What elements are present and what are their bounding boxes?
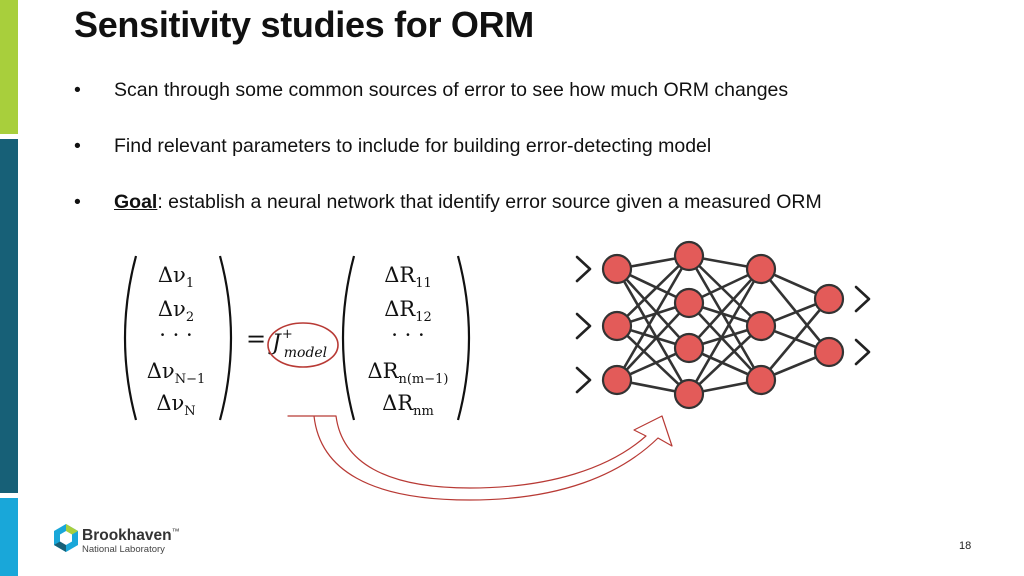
output-arrow-icon	[854, 285, 871, 313]
left-vector-entry: Δν1	[158, 263, 194, 291]
network-node	[673, 332, 705, 364]
right-vector-entry: · · ·	[391, 323, 424, 347]
network-edge	[615, 255, 691, 381]
network-edge	[688, 302, 762, 381]
output-arrow-icon	[854, 338, 871, 366]
accent-bar-green	[0, 0, 18, 134]
bullet-marker: •	[74, 191, 81, 213]
network-edge	[688, 325, 762, 395]
network-node	[745, 310, 777, 342]
left-vector-entry: Δν2	[158, 297, 194, 325]
bullet-item: • Find relevant parameters to include fo…	[74, 134, 822, 158]
network-node	[673, 287, 705, 319]
left-paren-open	[123, 255, 138, 421]
left-paren-close	[218, 255, 233, 421]
bullet-marker: •	[74, 135, 81, 157]
right-paren-open	[341, 255, 356, 421]
right-vector-entry: ΔR11	[384, 263, 432, 291]
network-edge	[760, 298, 830, 381]
jacobian-operator: J+model	[268, 327, 327, 361]
logo-name: Brookhaven™	[82, 527, 180, 545]
network-edge	[759, 268, 831, 353]
input-arrow-icon	[575, 255, 592, 283]
network-node	[673, 240, 705, 272]
neural-network-diagram	[575, 240, 871, 410]
right-vector-entry: ΔRnm	[382, 391, 434, 419]
left-vector-entry: ΔνN−1	[147, 359, 205, 387]
network-edge	[687, 268, 763, 395]
left-vector-entry: ΔνN	[156, 391, 195, 419]
left-vector-entry: · · ·	[159, 323, 192, 347]
equation: Δν1 Δν2 · · · ΔνN−1 ΔνN = J+model ΔR11 Δ…	[123, 255, 471, 421]
network-connections	[615, 254, 831, 396]
goal-label: Goal	[114, 191, 158, 213]
network-node	[601, 253, 633, 285]
right-vector-entry: ΔR12	[384, 297, 432, 325]
bullet-item: • Scan through some common sources of er…	[74, 78, 822, 102]
network-edge	[616, 325, 690, 395]
network-edge	[688, 255, 762, 327]
network-edge	[688, 268, 762, 349]
network-edge	[616, 302, 690, 381]
network-edge	[616, 268, 690, 349]
right-vector-entry: ΔRn(m−1)	[368, 359, 449, 387]
bullet-list: • Scan through some common sources of er…	[74, 78, 822, 246]
accent-bar-blue	[0, 498, 18, 576]
network-edge	[687, 255, 763, 381]
bullet-text: : establish a neural network that identi…	[157, 191, 822, 213]
bullet-item: • Goal: establish a neural network that …	[74, 190, 822, 214]
accent-bar-teal	[0, 139, 18, 493]
network-node	[601, 310, 633, 342]
network-node	[813, 283, 845, 315]
network-node	[745, 364, 777, 396]
brookhaven-logo-icon	[54, 524, 78, 552]
bullet-text: Find relevant parameters to include for …	[114, 135, 712, 157]
bullet-marker: •	[74, 79, 81, 101]
network-edge	[616, 255, 690, 327]
highlight-circle	[267, 322, 339, 368]
equals-sign: =	[246, 325, 266, 353]
network-node	[745, 253, 777, 285]
slide-title: Sensitivity studies for ORM	[74, 4, 534, 45]
network-node	[673, 378, 705, 410]
curved-arrow	[287, 415, 673, 501]
right-paren-close	[456, 255, 471, 421]
input-arrow-icon	[575, 312, 592, 340]
logo-subtitle: National Laboratory	[82, 544, 165, 555]
bullet-text: Scan through some common sources of erro…	[114, 79, 789, 101]
network-node	[813, 336, 845, 368]
page-number: 18	[959, 540, 972, 552]
network-nodes	[601, 240, 845, 410]
network-edge	[615, 268, 691, 395]
input-arrow-icon	[575, 366, 592, 394]
network-node	[601, 364, 633, 396]
